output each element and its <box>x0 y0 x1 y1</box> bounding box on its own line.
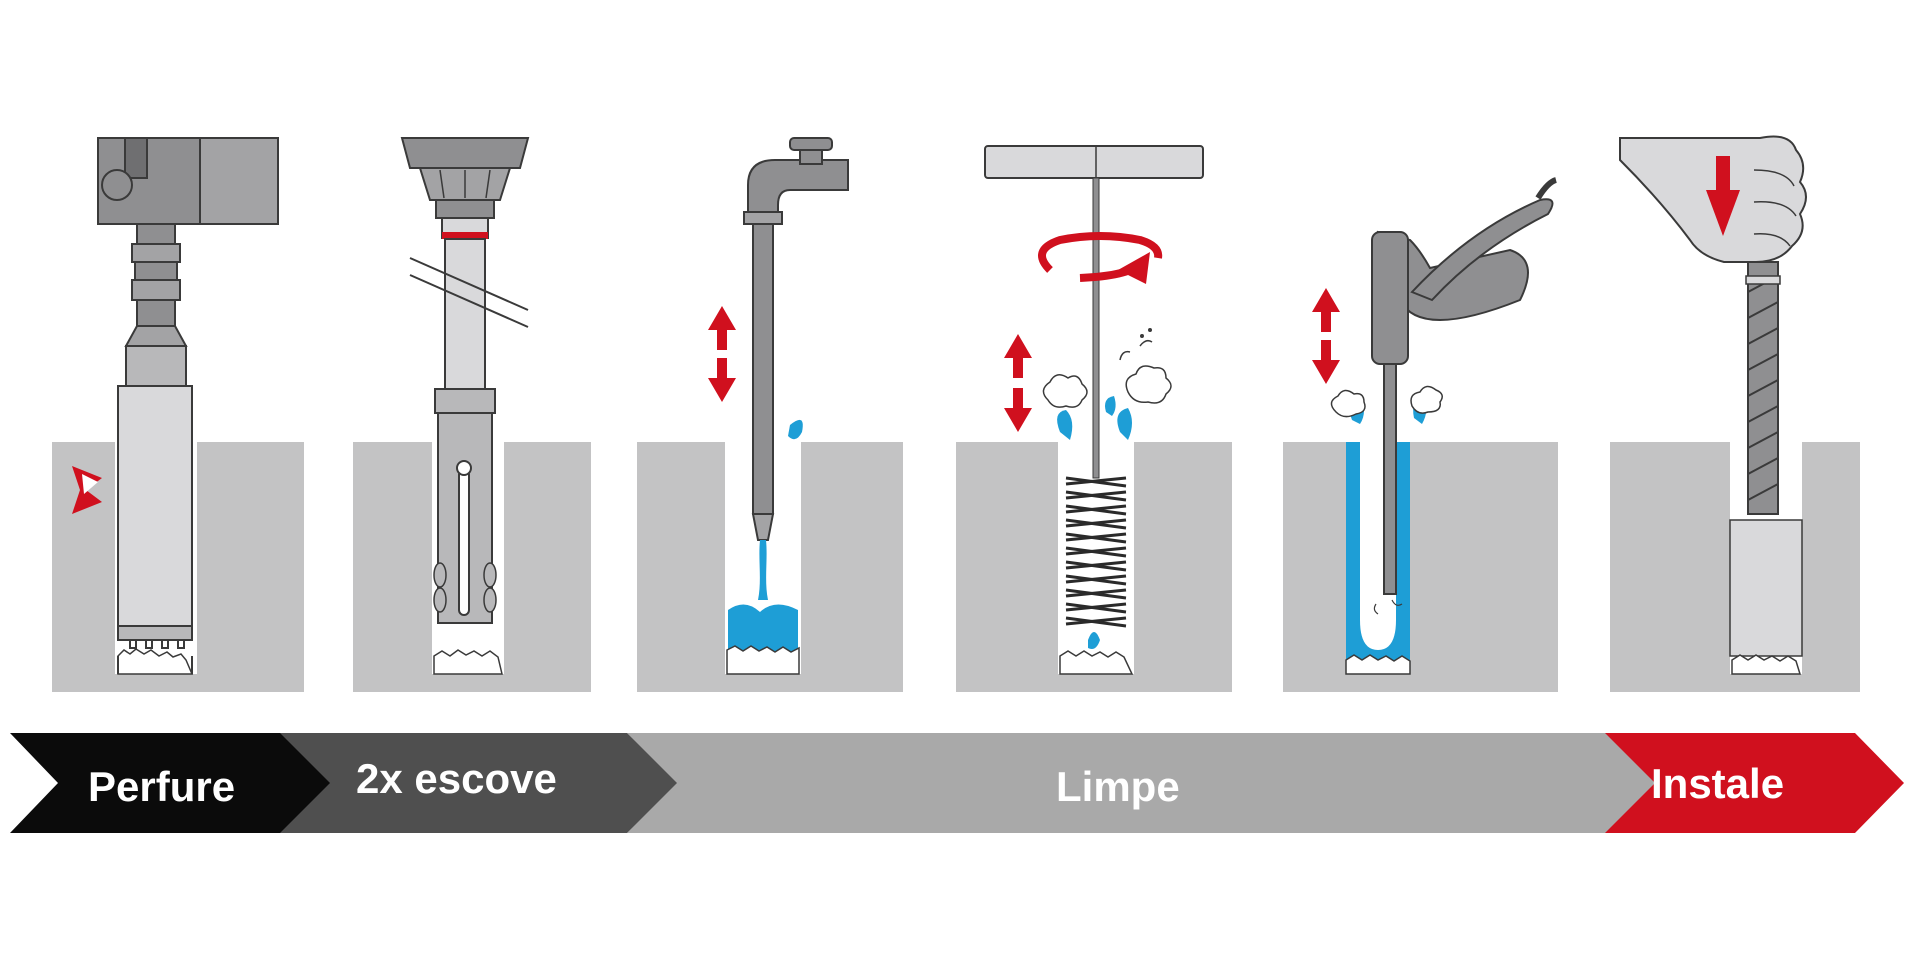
step-chevron-instale <box>1555 733 1904 833</box>
up-down-arrow-icon <box>708 306 736 402</box>
panel-install <box>1610 135 1860 692</box>
step-chevron-limpe <box>627 733 1655 833</box>
water-splash-icon <box>1330 385 1443 615</box>
step-label-escove: 2x escove <box>356 755 557 802</box>
panel-drill <box>52 137 304 692</box>
down-arrow-icon <box>1706 156 1740 236</box>
water-tap-icon <box>743 137 849 541</box>
drill-logo-icon <box>72 466 102 514</box>
panel-air-blow <box>1283 177 1558 692</box>
up-down-arrow-icon <box>1004 334 1032 432</box>
panel-rotating-brush <box>956 145 1232 692</box>
water-splash-icon <box>1042 328 1172 649</box>
step-label-perfure: Perfure <box>88 763 236 810</box>
drill-icon <box>97 137 279 649</box>
rotating-brush-icon <box>984 145 1204 628</box>
up-down-arrow-icon <box>1312 288 1340 384</box>
panel-water <box>637 137 903 692</box>
panel-brush <box>353 137 591 692</box>
step-label-limpe: Limpe <box>1056 763 1180 810</box>
step-bar <box>10 733 1904 833</box>
step-chevron-perfure <box>10 733 330 833</box>
brush-icon <box>400 137 530 624</box>
air-blower-icon <box>1371 177 1557 595</box>
concrete-block <box>1283 442 1558 692</box>
rotation-arrow-icon <box>1038 232 1163 284</box>
step-chevron-escove <box>277 733 677 833</box>
step-label-instale: Instale <box>1651 760 1785 807</box>
